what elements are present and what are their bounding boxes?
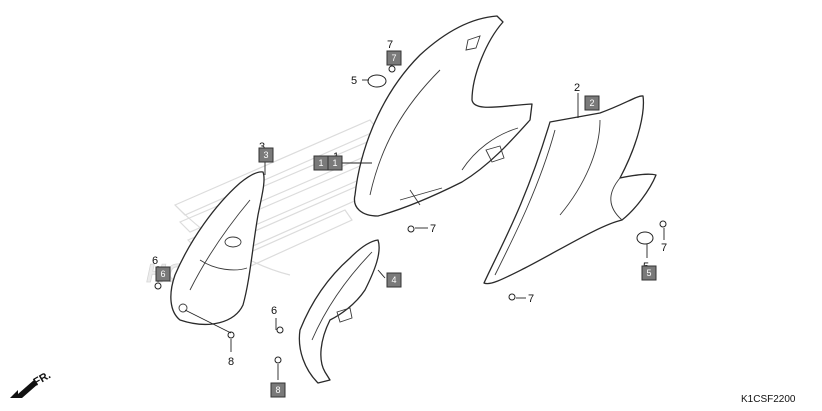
part-1-shroud [353,15,533,217]
box-callout-1b: 1 [327,155,343,171]
svg-text:1: 1 [332,158,337,168]
front-arrow-icon [10,380,38,398]
callout-2: 2 [574,82,580,94]
svg-text:4: 4 [391,275,396,285]
svg-text:1: 1 [318,158,323,168]
box-callout-5: 5 [641,265,657,281]
screw-7-bottom [508,293,516,301]
part-4-under-cover [298,239,380,384]
fasteners [154,65,667,364]
screw-7-right [659,220,667,228]
part-2-side-cover [483,95,657,285]
callout-8-left: 8 [228,356,234,368]
callout-7-bottom: 7 [528,293,534,305]
svg-text:6: 6 [160,269,165,279]
box-callout-2: 2 [584,95,600,111]
callout-5-top: 5 [351,75,357,87]
front-direction-indicator: FR. [10,369,53,398]
screw-8-bottom [274,356,282,364]
callout-6-left: 6 [152,255,158,267]
boxed-callouts: 1 1 2 3 4 5 6 7 [155,50,657,398]
box-callout-8: 8 [270,382,286,398]
grommet-5-right [636,231,654,245]
svg-text:7: 7 [391,53,396,63]
screw-6-mid [276,326,284,334]
svg-text:2: 2 [589,98,594,108]
part-3-inner-panel [170,171,265,325]
box-callout-1a: 1 [313,155,329,171]
callout-6-mid: 6 [271,305,277,317]
screw-7-center [407,225,415,233]
callout-3: 3 [259,141,265,153]
box-callout-7: 7 [386,50,402,66]
box-callout-3: 3 [258,147,274,163]
svg-text:5: 5 [646,268,651,278]
grommet-5-top [367,74,387,88]
callout-7-top: 7 [387,39,393,51]
callout-7-center: 7 [430,223,436,235]
svg-text:3: 3 [263,150,268,160]
screw-8-left [227,331,235,339]
box-callout-4: 4 [386,272,402,288]
clip-7-top [388,65,396,73]
callout-7-right: 7 [661,242,667,254]
box-callout-6: 6 [155,266,171,282]
front-label: FR. [32,369,53,388]
svg-text:8: 8 [275,385,280,395]
clip-6-left [154,282,162,290]
diagram-code: K1CSF2200 [741,394,796,405]
